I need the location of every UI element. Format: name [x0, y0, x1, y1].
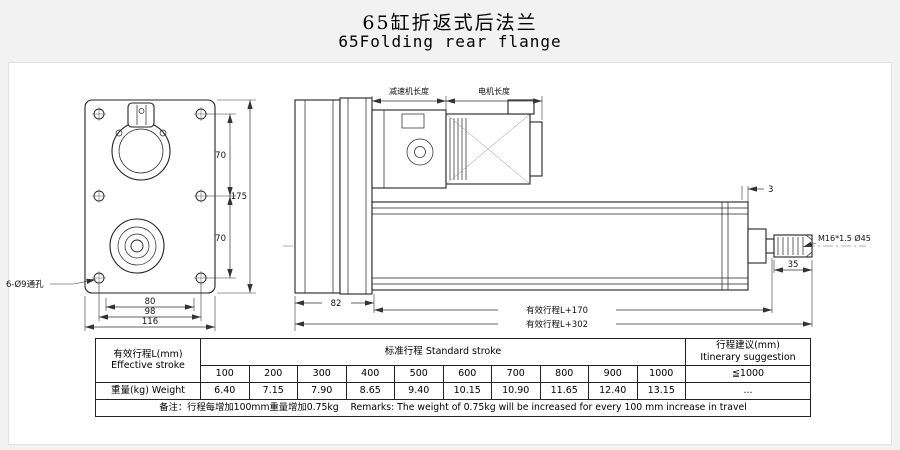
flange-plate-side — [294, 99, 341, 294]
stroke-value: 400 — [345, 364, 395, 383]
effective-stroke-header-cn: 有效行程L(mm) — [113, 348, 183, 360]
stroke-value: 800 — [539, 364, 589, 383]
weight-value: 9.40 — [394, 381, 444, 400]
motor-length-label: 电机长度 — [478, 86, 510, 96]
standard-stroke-header: 标准行程 Standard stroke — [199, 338, 687, 366]
weight-value: 8.65 — [345, 381, 395, 400]
piston-rod-end — [747, 228, 813, 264]
suggestion-header-en: Itinerary suggestion — [700, 351, 796, 363]
remark-cell: 备注：行程每增加100mm重量增加0.75kg Remarks: The wei… — [94, 398, 812, 417]
motor — [445, 99, 543, 185]
stroke-value: 100 — [200, 364, 250, 383]
weight-value: 7.90 — [297, 381, 347, 400]
weight-value: 13.15 — [636, 381, 687, 400]
suggestion-value: ≦1000 — [685, 364, 812, 383]
stroke-value: 1000 — [636, 364, 687, 383]
side-view — [283, 97, 866, 295]
dim-label-82: 82 — [331, 299, 342, 309]
dim-label-70-lower: 70 — [215, 234, 226, 244]
belt-housing — [339, 97, 373, 295]
weight-suggestion-value: ... — [685, 381, 812, 400]
front-view-dimensions: 70 70 175 80 98 116 6-Ø9通孔 — [6, 99, 256, 331]
suggestion-header-cn: 行程建议(mm) — [716, 340, 780, 351]
dim-label-35: 35 — [788, 260, 799, 270]
stroke-value: 500 — [394, 364, 444, 383]
gearbox — [371, 109, 447, 189]
stroke-dim-outer-label: 有效行程L+302 — [526, 319, 588, 330]
dim-label-3: 3 — [768, 185, 773, 195]
stroke-value: 200 — [248, 364, 298, 383]
stroke-value: 900 — [588, 364, 638, 383]
side-view-dimensions: 减速机长度 电机长度 3 M16*1.5 Ø45 35 82 有效行程L+170… — [294, 86, 871, 331]
dim-label-70-upper: 70 — [215, 151, 226, 161]
spec-table: 有效行程L(mm) Effective stroke 标准行程 Standard… — [94, 338, 812, 417]
stroke-row: 100 200 300 400 500 600 700 800 900 1000… — [96, 364, 812, 383]
weight-value: 10.90 — [491, 381, 541, 400]
page-title: 65缸折返式后法兰 — [362, 12, 538, 34]
lower-bearing — [109, 218, 165, 274]
weight-value: 6.40 — [200, 381, 250, 400]
page-subtitle: 65Folding rear flange — [338, 32, 562, 51]
front-view — [84, 99, 216, 294]
terminal-box — [507, 99, 535, 115]
stroke-value: 300 — [297, 364, 347, 383]
stroke-dim-inner-label: 有效行程L+170 — [526, 305, 588, 316]
stroke-value: 600 — [442, 364, 492, 383]
dim-label-80: 80 — [145, 297, 156, 307]
weight-value: 12.40 — [588, 381, 638, 400]
dim-label-116: 116 — [142, 317, 158, 327]
weight-row: 重量(kg) Weight 6.40 7.15 7.90 8.65 9.40 1… — [95, 381, 812, 400]
effective-stroke-header-en: Effective stroke — [111, 360, 185, 372]
cylinder-tube — [371, 201, 749, 291]
weight-row-label: 重量(kg) Weight — [95, 381, 201, 400]
suggestion-header: 行程建议(mm) Itinerary suggestion — [685, 338, 812, 366]
effective-stroke-header: 有效行程L(mm) Effective stroke — [95, 338, 201, 383]
remark-row: 备注：行程每增加100mm重量增加0.75kg Remarks: The wei… — [94, 398, 812, 417]
mounting-holes — [92, 107, 208, 285]
weight-value: 10.15 — [442, 381, 492, 400]
through-holes-label: 6-Ø9通孔 — [6, 279, 44, 290]
thread-spec-label: M16*1.5 Ø45 — [818, 233, 871, 243]
gearbox-length-label: 减速机长度 — [389, 86, 429, 96]
weight-value: 7.15 — [248, 381, 298, 400]
dim-label-175: 175 — [231, 192, 247, 202]
stroke-value: 700 — [491, 364, 541, 383]
weight-value: 11.65 — [539, 381, 589, 400]
upper-gland — [111, 102, 171, 181]
dim-label-98: 98 — [145, 307, 156, 317]
